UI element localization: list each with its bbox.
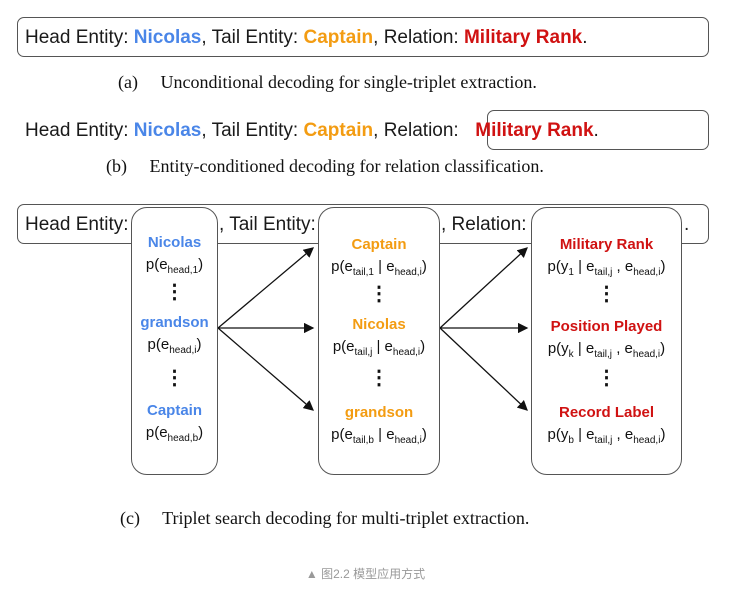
caption-c: (c) Triplet search decoding for multi-tr… (120, 508, 529, 529)
caption-text: Entity-conditioned decoding for relation… (149, 156, 544, 176)
tail-candidate-1: Captain (351, 236, 407, 253)
tail-prob-j: p(etail,j | ehead,i) (332, 338, 426, 358)
tail-entity-value: Captain (303, 27, 374, 48)
panel-b-relation-box (487, 110, 709, 150)
arrow-head-to-tail-1 (217, 247, 314, 329)
head-prob-b: p(ehead,b) (145, 424, 204, 444)
panel-c-period: . (684, 214, 690, 235)
tail-candidate-b: grandson (344, 404, 414, 421)
vertical-dots-icon: ⋮ (596, 367, 617, 389)
head-entity-value: Nicolas (133, 27, 202, 48)
vertical-dots-icon: ⋮ (369, 283, 389, 305)
head-prob-1: p(ehead,1) (145, 256, 204, 276)
relation-prob-1: p(y1 | etail,j , ehead,i) (547, 258, 666, 278)
caption-text: Unconditional decoding for single-triple… (160, 72, 537, 92)
figure-caption: ▲ 图2.2 模型应用方式 (305, 567, 426, 581)
tail-label: , Tail Entity: (201, 27, 299, 48)
relation-candidate-k: Position Played (550, 318, 663, 335)
period: . (582, 27, 588, 48)
panel-c-head-label: Head Entity: (25, 214, 129, 235)
relation-value: Military Rank (463, 27, 583, 48)
tail-candidate-j: Nicolas (352, 316, 406, 333)
head-candidate-b: Captain (146, 402, 202, 419)
relation-candidate-b: Record Label (558, 404, 655, 421)
arrow-head-to-tail-b (217, 327, 314, 411)
head-prob-i: p(ehead,i) (147, 336, 202, 356)
relation-value: Military Rank (475, 120, 594, 141)
relation-column: Military Rank p(y1 | etail,j , ehead,i) … (531, 207, 682, 475)
period: . (593, 120, 599, 141)
arrow-tail-to-rel-b (439, 327, 528, 411)
relation-prob-k: p(yk | etail,j , ehead,i) (547, 340, 666, 360)
head-entity-column: Nicolas p(ehead,1) ⋮ grandson p(ehead,i)… (131, 207, 218, 475)
relation-label: , Relation: (373, 27, 459, 48)
tail-label: , Tail Entity: (201, 120, 299, 141)
caption-letter: (b) (106, 156, 127, 176)
tail-prob-b: p(etail,b | ehead,i) (331, 426, 427, 446)
vertical-dots-icon: ⋮ (164, 281, 185, 303)
head-candidate-i: grandson (140, 314, 209, 331)
panel-a-sequence-box (17, 17, 709, 57)
head-label: Head Entity: (25, 120, 129, 141)
caption-b: (b) Entity-conditioned decoding for rela… (106, 156, 544, 177)
head-label: Head Entity: (25, 27, 129, 48)
panel-a-sequence: Head Entity: Nicolas, Tail Entity: Capta… (25, 27, 588, 49)
caption-letter: (a) (118, 72, 138, 92)
tail-entity-value: Captain (303, 120, 374, 141)
tail-prob-1: p(etail,1 | ehead,i) (331, 258, 427, 278)
vertical-dots-icon: ⋮ (164, 367, 185, 389)
vertical-dots-icon: ⋮ (369, 367, 389, 389)
relation-prob-b: p(yb | etail,j , ehead,i) (547, 426, 666, 446)
caption-a: (a) Unconditional decoding for single-tr… (118, 72, 537, 93)
panel-c-relation-label: , Relation: (441, 214, 527, 235)
panel-c-tail-label: , Tail Entity: (219, 214, 316, 235)
panel-b-sequence: Head Entity: Nicolas, Tail Entity: Capta… (25, 120, 599, 142)
relation-candidate-1: Military Rank (559, 236, 654, 253)
caption-text: Triplet search decoding for multi-triple… (162, 508, 530, 528)
head-entity-value: Nicolas (133, 120, 202, 141)
head-candidate-1: Nicolas (147, 234, 202, 251)
arrow-tail-to-rel-1 (439, 247, 528, 329)
relation-label: , Relation: (373, 120, 459, 141)
caption-letter: (c) (120, 508, 140, 528)
tail-entity-column: Captain p(etail,1 | ehead,i) ⋮ Nicolas p… (318, 207, 440, 475)
vertical-dots-icon: ⋮ (596, 283, 617, 305)
